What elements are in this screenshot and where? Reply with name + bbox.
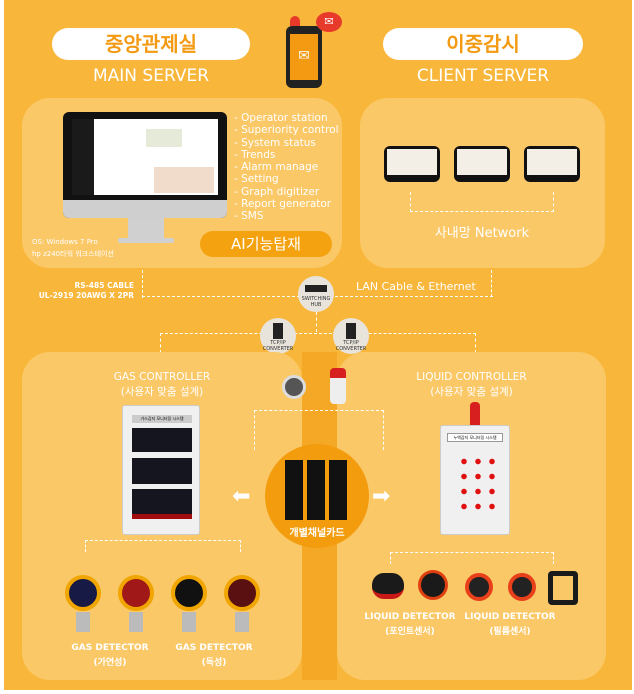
liquid-film-sensor-icon [508, 573, 536, 601]
switching-hub: SWITCHING HUB [298, 276, 334, 312]
gas-detector-icon [118, 575, 154, 611]
liquid-detector-label: LIQUID DETECTOR [364, 612, 456, 622]
tcpip-converter-gas: TCP/IP CONVERTER [260, 318, 296, 354]
liquid-film-sensor-icon [548, 571, 578, 605]
channel-card-circle [265, 444, 369, 548]
client-monitor [384, 146, 440, 182]
hub-line [316, 312, 317, 332]
channel-card-label: 개별채널카드 [289, 528, 345, 539]
siren-icon [330, 368, 346, 404]
gas-detector-type: (가연성) [93, 658, 127, 668]
liquid-panel-title: 누액감지 모니터링 시스템 [447, 433, 503, 442]
detector-stem [129, 612, 143, 632]
liquid-controller-title: LIQUID CONTROLLER [416, 371, 527, 383]
converter-label: TCP/IP CONVERTER [335, 340, 367, 352]
client-monitor [454, 146, 510, 182]
feature-item: - System status [234, 136, 316, 149]
gas-detector-icon [171, 575, 207, 611]
arrow-right-icon: ➡ [372, 484, 391, 509]
main-server-title: 중앙관제실 [52, 28, 250, 60]
message-bubble-icon: ✉ [316, 12, 342, 32]
feature-item: - Graph digitizer [234, 185, 320, 198]
rs485-line [142, 270, 143, 298]
os-label: OS: Windows 7 Pro [32, 238, 98, 246]
main-monitor [63, 112, 227, 218]
converter-label: TCP/IP CONVERTER [262, 340, 294, 352]
feature-item: - SMS [234, 210, 264, 223]
feature-item: - Report generator [234, 198, 332, 211]
gas-sensor-icon [282, 375, 306, 399]
lan-line [491, 270, 492, 297]
liquid-film-sensor-icon [465, 573, 493, 601]
gas-panel-title: 가스감지 모니터링 시스템 [132, 415, 192, 423]
feature-list: - Operator station - Superiority control… [234, 112, 344, 223]
liquid-detector-label: LIQUID DETECTOR [464, 612, 556, 622]
arrow-left-icon: ⬅ [232, 484, 251, 509]
phone-sms-icon: ✉ [286, 26, 322, 88]
gas-detector-type: (독성) [201, 658, 227, 668]
feature-item: - Trends [234, 148, 276, 161]
feature-item: - Superiority control [234, 124, 339, 137]
client-server-title: 이중감시 [383, 28, 583, 60]
monitor-stand [128, 218, 164, 238]
client-server-panel [360, 98, 605, 268]
gas-detector-icon [224, 575, 260, 611]
gas-detector-label: GAS DETECTOR [175, 643, 253, 653]
alarm-light-icon [470, 402, 480, 426]
gas-controller-subtitle: (사용자 맞춤 설계) [120, 386, 204, 398]
liquid-point-sensor-icon [418, 570, 448, 600]
gas-controller-title: GAS CONTROLLER [113, 371, 211, 383]
center-line [254, 410, 384, 450]
client-monitor [524, 146, 580, 182]
rs485-label: RS-485 CABLE [74, 281, 134, 290]
liquid-detector-type: (필름센서) [489, 627, 531, 637]
controller-line [160, 333, 476, 353]
detector-stem [76, 612, 90, 632]
hub-label: SWITCHING HUB [301, 296, 331, 308]
tcpip-converter-liquid: TCP/IP CONVERTER [333, 318, 369, 354]
client-network-line [410, 192, 554, 212]
liquid-controller-cabinet: 누액감지 모니터링 시스템 [440, 425, 510, 535]
gas-detector-label: GAS DETECTOR [71, 643, 149, 653]
liquid-detector-type: (포인트센서) [385, 627, 435, 637]
lan-line [335, 296, 493, 297]
workstation-label: hp z240타워 워크스테이션 [32, 250, 114, 258]
network-label: 사내망 Network [434, 226, 530, 241]
feature-item: - Alarm manage [234, 161, 319, 174]
feature-item: - Setting [234, 173, 279, 186]
main-server-subtitle: MAIN SERVER [92, 66, 210, 86]
lan-label: LAN Cable & Ethernet [356, 280, 476, 293]
liquid-point-sensor-icon [372, 573, 404, 599]
gas-controller-cabinet: 가스감지 모니터링 시스템 [122, 405, 200, 535]
rs485-line [142, 296, 300, 297]
monitor-base [118, 238, 174, 243]
ai-badge: AI기능탑재 [200, 231, 332, 257]
client-server-subtitle: CLIENT SERVER [416, 66, 550, 86]
gas-detector-line [85, 540, 241, 552]
detector-stem [182, 612, 196, 632]
feature-item: - Operator station [234, 112, 328, 124]
liquid-controller-subtitle: (사용자 맞춤 설계) [430, 386, 513, 398]
alarm-light-icon [290, 16, 300, 26]
liquid-detector-line [390, 552, 554, 564]
detector-stem [235, 612, 249, 632]
gas-detector-icon [65, 575, 101, 611]
ul-label: UL-2919 20AWG X 2PR [38, 291, 134, 300]
